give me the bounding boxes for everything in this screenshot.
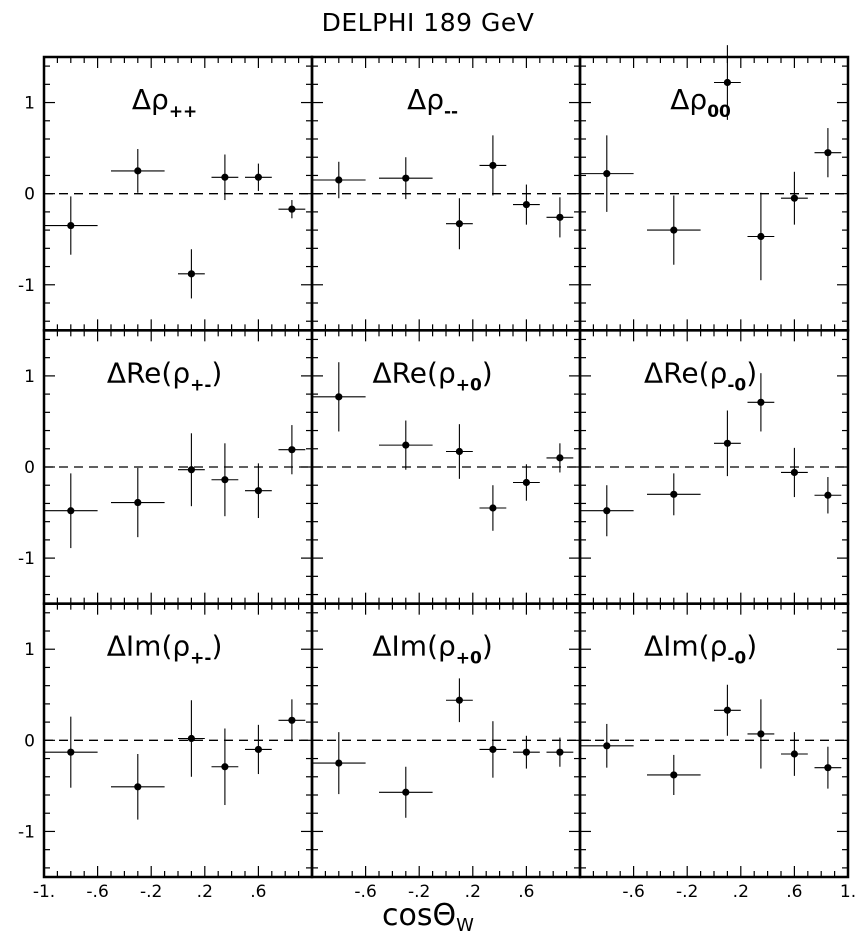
x-tick-label: -.6 — [622, 882, 644, 902]
y-tick-label: 1 — [24, 640, 35, 660]
data-point — [556, 454, 564, 462]
data-point — [556, 748, 564, 756]
y-tick-label: 1 — [24, 94, 35, 114]
data-point — [288, 716, 296, 724]
panel-label: Δρ-- — [407, 83, 458, 122]
data-point — [187, 466, 195, 474]
x-tick-label: -.2 — [408, 882, 430, 902]
y-tick-label: 1 — [24, 367, 35, 387]
data-point — [402, 174, 410, 182]
data-point — [522, 201, 531, 209]
data-point — [67, 221, 75, 230]
y-tick-label: -1 — [18, 822, 35, 842]
y-tick-label: 0 — [24, 185, 35, 205]
panel-label: ΔIm(ρ-0) — [644, 630, 757, 669]
x-tick-label: .6 — [250, 882, 266, 902]
x-axis-label: cosΘW — [0, 898, 856, 936]
data-point — [455, 447, 463, 456]
data-point — [824, 491, 832, 499]
panel-label: Δρ00 — [670, 83, 731, 122]
panel-label: ΔRe(ρ-0) — [644, 356, 757, 395]
panel-label: ΔIm(ρ+-) — [107, 630, 223, 669]
data-point — [824, 764, 832, 772]
data-point — [603, 507, 611, 515]
data-point — [790, 750, 799, 758]
x-tick-label: -.6 — [354, 882, 376, 902]
data-point — [824, 149, 832, 157]
data-point — [254, 173, 262, 181]
data-point — [221, 173, 229, 181]
x-axis-label-main: cosΘ — [382, 898, 457, 933]
panel-label: Δρ++ — [132, 83, 197, 122]
data-point — [489, 745, 497, 754]
panel-label: ΔRe(ρ+-) — [107, 356, 223, 395]
data-point — [757, 730, 765, 738]
data-point — [187, 734, 195, 743]
data-point — [254, 745, 262, 754]
data-point — [670, 490, 678, 498]
data-point — [335, 393, 343, 401]
data-point — [522, 748, 531, 756]
y-tick-label: 0 — [24, 458, 35, 478]
y-tick-label: -1 — [18, 549, 35, 569]
x-tick-label: 1. — [840, 882, 856, 902]
x-tick-label: .6 — [518, 882, 534, 902]
x-tick-label: -1. — [33, 882, 55, 902]
data-point — [187, 270, 195, 278]
x-tick-label: .6 — [786, 882, 802, 902]
data-point — [402, 788, 410, 796]
data-point — [67, 748, 75, 756]
data-point — [335, 176, 343, 184]
x-tick-label: .2 — [197, 882, 213, 902]
data-point — [723, 439, 732, 447]
data-point — [723, 706, 732, 714]
data-point — [790, 468, 799, 477]
data-point — [134, 498, 142, 507]
panel-label: ΔRe(ρ+0) — [372, 356, 492, 395]
data-point — [134, 167, 142, 175]
data-point — [67, 507, 75, 515]
data-point — [757, 232, 765, 241]
chart-title: DELPHI 189 GeV — [321, 8, 535, 37]
data-point — [221, 763, 229, 771]
data-point — [670, 771, 678, 779]
data-point — [335, 759, 343, 767]
data-point — [489, 161, 497, 170]
data-point — [603, 170, 611, 178]
y-tick-label: -1 — [18, 276, 35, 296]
data-point — [221, 476, 229, 484]
data-point — [254, 487, 262, 495]
y-tick-label: 0 — [24, 731, 35, 751]
data-point — [455, 696, 463, 704]
data-point — [455, 220, 463, 228]
x-axis-label-subscript: W — [456, 915, 474, 936]
data-point — [603, 742, 611, 750]
data-point — [790, 194, 799, 202]
data-point — [556, 213, 564, 221]
data-point — [288, 205, 296, 213]
panel-label: ΔIm(ρ+0) — [372, 630, 492, 669]
data-point — [134, 783, 142, 791]
x-tick-label: -.2 — [676, 882, 698, 902]
data-point — [522, 478, 531, 487]
data-point — [757, 398, 765, 406]
data-point — [670, 226, 678, 234]
data-point — [489, 504, 497, 512]
x-tick-label: .2 — [465, 882, 481, 902]
x-tick-label: -.2 — [140, 882, 162, 902]
data-point — [288, 446, 296, 454]
data-point — [402, 441, 410, 449]
data-point — [723, 78, 732, 87]
x-tick-label: -.6 — [86, 882, 108, 902]
x-tick-label: .2 — [733, 882, 749, 902]
